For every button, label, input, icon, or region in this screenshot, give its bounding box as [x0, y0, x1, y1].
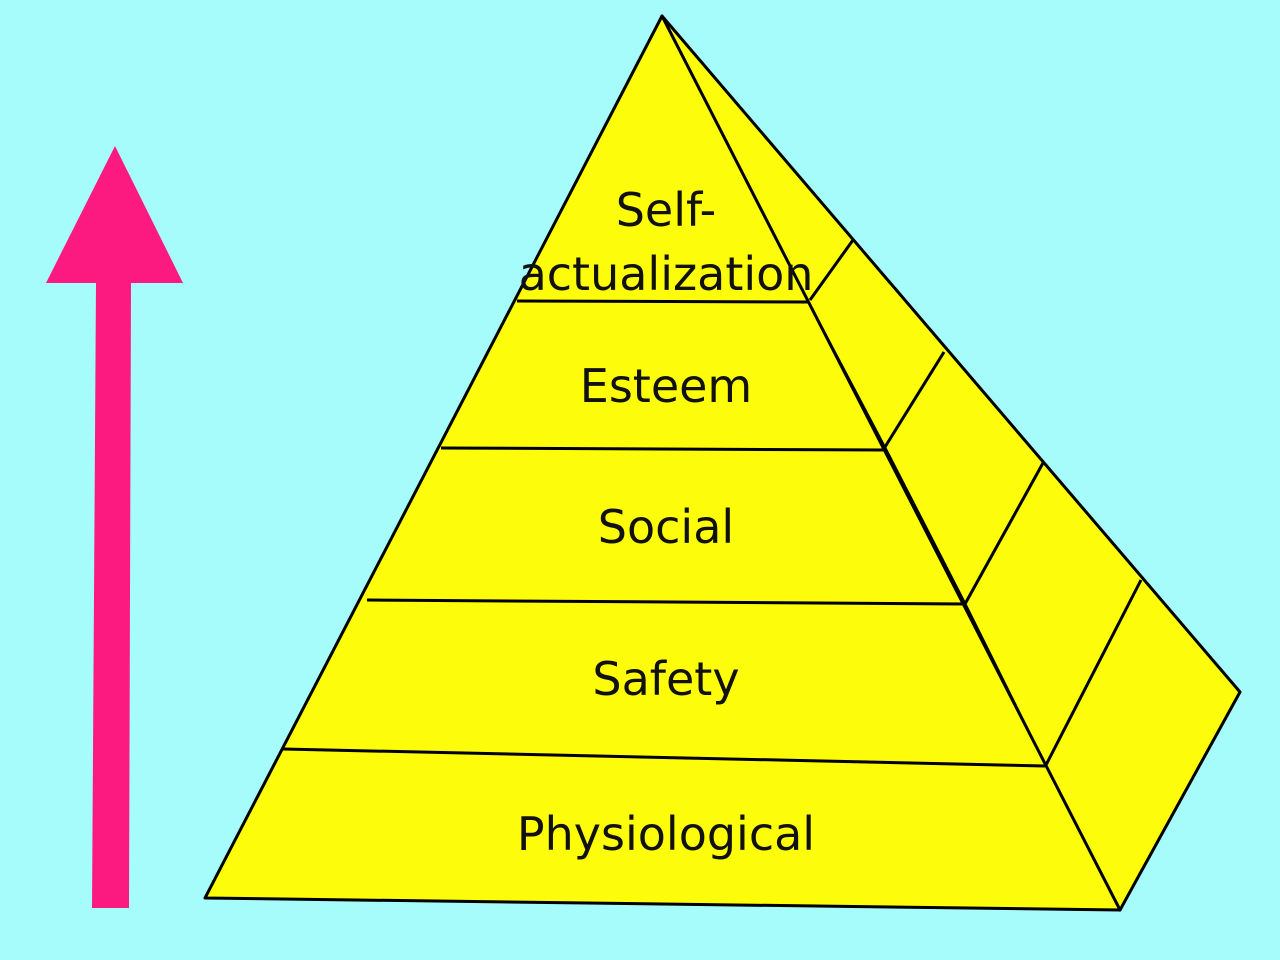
pyramid-front-face	[203, 14, 1122, 912]
level-esteem: Esteem	[580, 359, 752, 413]
level-physiological: Physiological	[517, 807, 815, 861]
up-arrow-icon	[46, 146, 183, 908]
level-social: Social	[598, 500, 734, 554]
level-self-actualization: Self- actualization	[519, 183, 814, 301]
level-label-line1: Self-	[616, 183, 717, 237]
level-safety: Safety	[592, 652, 739, 706]
level-label-line2: actualization	[519, 247, 814, 301]
